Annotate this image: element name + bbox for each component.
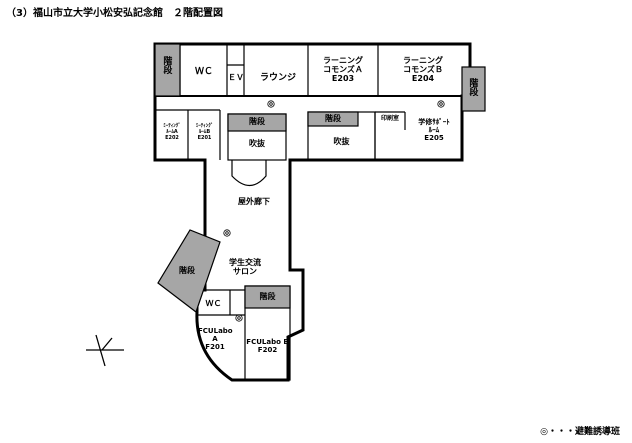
stairs-bottom-label: 階段 <box>259 292 276 301</box>
learning-commons-a-label: ラーニング コモンズＡ E203 <box>323 56 363 84</box>
map-title: （3）福山市立大学小松安弘記念館 ２階配置図 <box>6 8 223 19</box>
stairs-right-label: 階段 <box>467 78 478 96</box>
support-room-label: 学修ｻﾎﾟｰﾄ ﾙｰﾑ E205 <box>418 118 450 143</box>
wc-bottom-label: ＷＣ <box>205 299 222 308</box>
ev-label: ＥＶ <box>228 73 244 82</box>
stairs-diag-label: 階段 <box>179 266 195 275</box>
stairs-mid1 <box>227 113 287 132</box>
lounge-label: ラウンジ <box>259 73 296 83</box>
stairs-mid1-label: 階段 <box>249 117 265 126</box>
stairs-bottom <box>244 285 291 309</box>
fukinuke-2-label: 吹抜 <box>333 137 350 146</box>
evacuation-point-icon <box>235 314 243 322</box>
fculabo-a-label: FCULabo A F201 <box>198 327 233 352</box>
print-room-label: 印刷室 <box>380 115 399 122</box>
outdoor-corridor-label: 屋外廊下 <box>238 197 270 206</box>
stairs-right <box>461 66 486 112</box>
north-arrow-icon <box>86 334 124 367</box>
evacuation-point-icon <box>437 100 445 108</box>
evacuation-point-icon <box>223 229 231 237</box>
student-salon-label: 学生交流 サロン <box>229 258 261 277</box>
stairs-mid2 <box>307 111 359 127</box>
fculabo-b-label: FCULabo B F202 <box>246 338 289 355</box>
fukinuke-1-label: 吹抜 <box>249 139 265 148</box>
stairs-mid2-label: 階段 <box>325 114 341 123</box>
legend-evacuation-team: ◎・・・避難誘導班 <box>540 427 620 437</box>
meeting-room-e202-label: ﾐｰﾃｨﾝｸﾞ ﾙｰﾑA E202 <box>163 123 181 141</box>
wc-top-label: ＷＣ <box>194 67 213 77</box>
stairs-diag <box>157 229 221 313</box>
evacuation-point-icon <box>267 100 275 108</box>
stairs-left-label: 階段 <box>161 56 172 74</box>
learning-commons-b-label: ラーニング コモンズＢ E204 <box>403 56 443 84</box>
meeting-room-e201-label: ﾐｰﾃｨﾝｸﾞ ﾙｰﾑB E201 <box>195 123 214 141</box>
stairs-left <box>154 43 181 97</box>
